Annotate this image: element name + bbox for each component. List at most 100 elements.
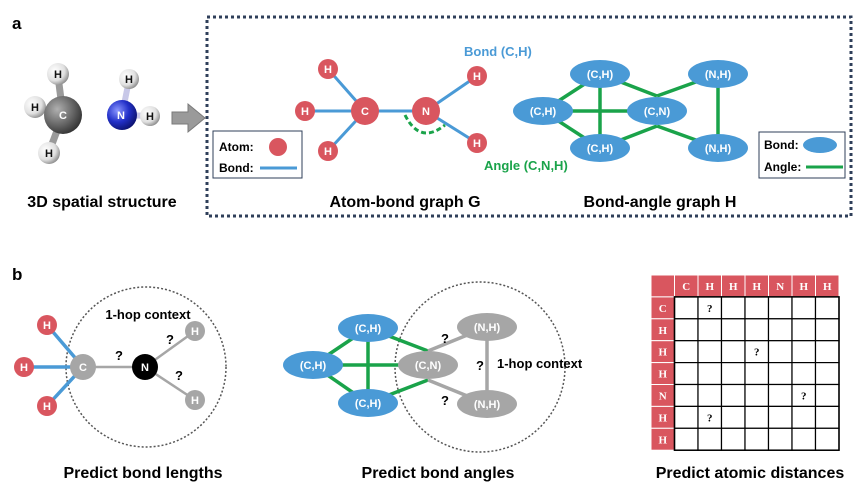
atom-node — [37, 396, 57, 416]
bond-node — [570, 60, 630, 88]
atom-node-label: H — [324, 64, 332, 76]
matrix-cell — [697, 362, 723, 386]
matrix-cell — [673, 427, 699, 451]
atom-3d-label: H — [54, 69, 62, 81]
matrix-cell — [791, 405, 817, 429]
matrix-column-header: N — [776, 281, 784, 293]
caption-bond-angle-graph: Bond-angle graph H — [584, 194, 737, 211]
matrix-cell — [791, 296, 817, 320]
bond-node-label: (N,H) — [705, 143, 732, 155]
matrix-cell — [767, 383, 793, 407]
matrix-cell — [720, 318, 746, 342]
matrix-row-header: H — [658, 412, 667, 424]
context-label: 1-hop context — [497, 356, 583, 371]
atom-node-label: H — [191, 326, 199, 338]
atom-node-label: H — [473, 71, 481, 83]
bond-node-label: (N,H) — [474, 322, 501, 334]
atom-node — [467, 133, 487, 153]
unknown-distance-marker: ? — [801, 390, 807, 402]
bond-node — [283, 351, 343, 379]
caption-bond-angles: Predict bond angles — [362, 465, 515, 482]
legend-bond-label: Bond: — [764, 138, 799, 152]
atom-node-label: N — [141, 362, 149, 374]
bond-node-target — [398, 351, 458, 379]
bond-node-label: (C,H) — [587, 143, 614, 155]
atom-node — [351, 97, 379, 125]
atom-node — [318, 59, 338, 79]
matrix-cell — [814, 383, 840, 407]
atom-3d-hydrogen — [47, 63, 69, 85]
matrix-cell — [697, 318, 723, 342]
matrix-border — [673, 296, 840, 451]
bond-node-context — [457, 313, 517, 341]
matrix-cell — [814, 318, 840, 342]
bond-node-label: (C,N) — [415, 360, 442, 372]
matrix-cell — [791, 318, 817, 342]
caption-atom-bond-graph: Atom-bond graph G — [329, 194, 480, 211]
atom-node-target — [132, 354, 158, 380]
atom-3d-hydrogen — [38, 142, 60, 164]
bond-node-label: (C,N) — [644, 106, 671, 118]
matrix-cell — [767, 340, 793, 364]
atom-3d-label: H — [31, 102, 39, 114]
atom-3d-label: H — [125, 74, 133, 86]
legend-atom-label: Atom: — [219, 140, 254, 154]
caption-atomic-distances: Predict atomic distances — [656, 465, 845, 482]
atom-3d-carbon — [44, 96, 82, 134]
matrix-cell — [673, 383, 699, 407]
bond-node — [688, 60, 748, 88]
atom-node-label: C — [361, 106, 369, 118]
bond-node-label: (C,H) — [355, 323, 382, 335]
atom-3d-nitrogen — [107, 100, 137, 130]
matrix-cell — [814, 296, 840, 320]
legend-atom-bond — [212, 130, 303, 179]
atom-node-label: H — [324, 146, 332, 158]
bond-node-label: (C,H) — [300, 360, 327, 372]
bond-node — [338, 389, 398, 417]
bond-node — [688, 134, 748, 162]
matrix-cell — [791, 362, 817, 386]
bond-node — [513, 97, 573, 125]
matrix-column-header: H — [752, 281, 761, 293]
matrix-cell — [814, 427, 840, 451]
arrow-right-icon — [171, 102, 206, 134]
matrix-cell — [744, 427, 770, 451]
bond-angle-task: (C,H) (C,H) (C,H) (C,N) (N,H) (N,H) ? ? … — [283, 281, 583, 453]
atom-node-label: C — [79, 362, 87, 374]
unknown-marker: ? — [115, 348, 123, 363]
molecule-3d: H H H C N H H — [24, 63, 160, 164]
matrix-cell — [720, 362, 746, 386]
atom-node — [318, 141, 338, 161]
atom-3d-label: C — [59, 110, 67, 122]
bond-node-label: (C,H) — [587, 69, 614, 81]
atom-node — [37, 315, 57, 335]
bond-node — [570, 134, 630, 162]
legend-atom-swatch — [269, 138, 287, 156]
matrix-cell — [744, 296, 770, 320]
angle-annotation: Angle (C,N,H) — [484, 158, 568, 173]
matrix-cell — [697, 427, 723, 451]
matrix-cell — [673, 296, 699, 320]
unknown-marker: ? — [476, 358, 484, 373]
matrix-row-header: H — [658, 369, 667, 381]
context-label: 1-hop context — [105, 307, 191, 322]
matrix-column-header: H — [705, 281, 714, 293]
matrix-cell — [697, 383, 723, 407]
matrix-column-header: C — [682, 281, 690, 293]
matrix-cell — [673, 318, 699, 342]
bond-node-label: (C,H) — [355, 398, 382, 410]
matrix-cell — [791, 340, 817, 364]
atom-node — [467, 66, 487, 86]
atom-node — [412, 97, 440, 125]
atom-bond-graph: H H C H N H H Bond (C,H) Angle (C,N,H) A… — [212, 44, 568, 179]
bond-length-task: H H H C N H H ? ? ? 1-hop context — [14, 286, 227, 448]
bond-node — [627, 97, 687, 125]
legend-bond-swatch — [803, 137, 837, 153]
matrix-cell — [767, 362, 793, 386]
matrix-cell — [720, 296, 746, 320]
matrix-row-header: C — [659, 303, 667, 315]
matrix-cell — [744, 405, 770, 429]
matrix-cell — [720, 340, 746, 364]
bond-node — [338, 314, 398, 342]
bond-node-context — [457, 390, 517, 418]
